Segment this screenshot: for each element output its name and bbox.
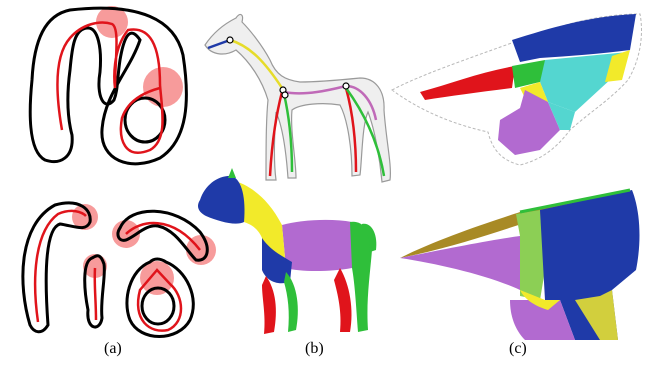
segment-front-leg-green [284,272,298,332]
panel-a-label: (a) [104,340,122,358]
anvil-neck-green [516,210,545,300]
panel-b [198,15,390,334]
skeleton-joint [282,92,288,98]
segment-hind-leg-red [334,268,352,332]
panel-a [23,6,216,337]
panel-c [392,14,642,340]
skeleton-joint [343,83,349,89]
panel-a-top-shape [30,6,186,164]
segment-body-magenta [282,220,352,271]
highlight-disk [143,67,183,107]
segment-front-leg-red [262,276,276,334]
segment-head-blue [198,176,245,224]
horse-segmented-view [198,168,376,334]
skeleton-joint [227,37,233,43]
segment-ear [228,168,236,178]
panel-a-bottom-shapes [23,203,216,337]
horse-skeleton-view [205,15,390,182]
volume-segmentation-view [392,14,642,165]
anvil-segmentation-view [400,190,639,340]
skeleton-curve [95,268,96,320]
panel-c-label: (c) [509,340,527,358]
panel-b-label: (b) [305,340,324,358]
anvil-horn-magenta [400,236,520,290]
